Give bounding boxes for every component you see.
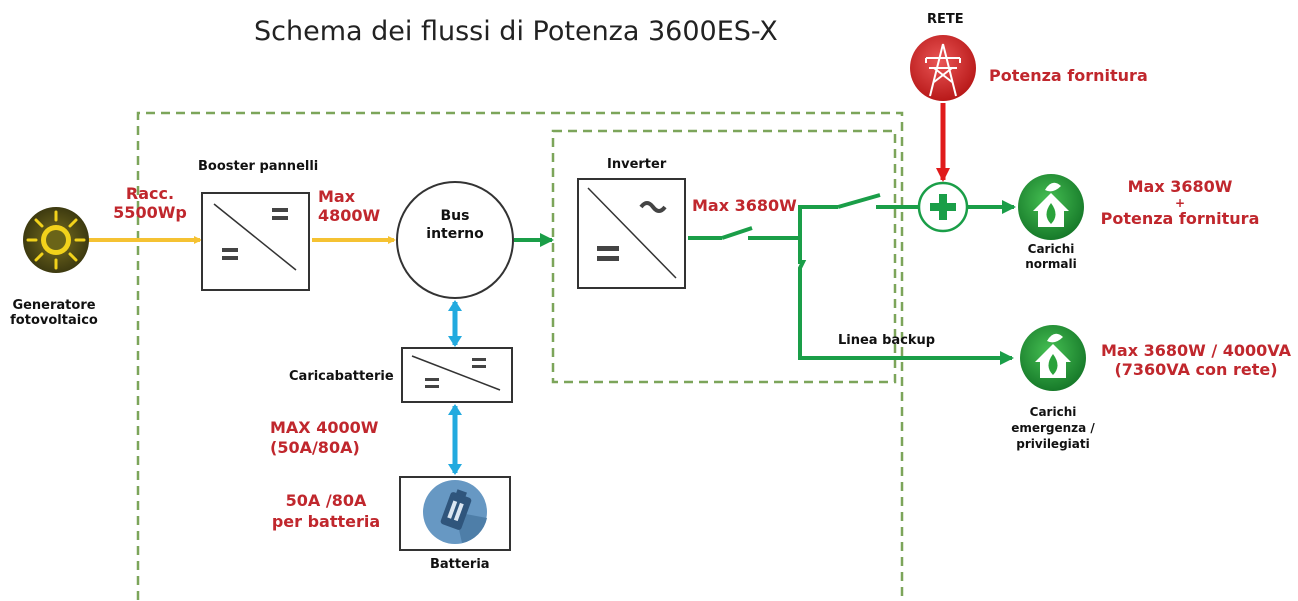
booster-max-line2: 4800W [318,206,381,225]
backup-line-label: Linea backup [838,333,936,348]
inverter-max-label: Max 3680W [692,196,797,215]
battery-current-line2: per batteria [271,512,381,531]
pv-rating-line1: Racc. [125,184,175,203]
pv-rating-line2: 5500Wp [113,203,187,222]
battery-current-line1: 50A /80A [285,491,367,510]
emergency-loads-label-line2: emergenza / [1011,421,1095,435]
booster-max-line1: Max [318,187,356,206]
bus-label-line1: Bus [440,208,470,224]
normal-loads-max-line3: Potenza fornitura [1100,209,1260,228]
diagram-title: Schema dei flussi di Potenza 3600ES-X [254,16,778,47]
grid-label: RETE [927,12,964,27]
normal-loads-label-line2: normali [1025,257,1077,271]
normal-loads-label-line1: Carichi [1027,242,1075,256]
inverter-boundary [551,129,897,384]
bus-label: Bus interno [405,207,505,243]
pv-rating-label: Racc. 5500Wp [102,184,198,222]
normal-loads-label: Carichi normali [1001,242,1101,272]
inverter-label: Inverter [607,157,667,172]
power-tower-icon [910,35,976,101]
leaf-house-icon [1020,325,1086,391]
charger-box [401,347,513,403]
charger-max-label: MAX 4000W (50A/80A) [270,418,378,458]
leaf-house-icon [1018,174,1084,240]
inverter-box [577,178,686,289]
battery-current-label: 50A /80A per batteria [262,490,390,532]
bus-label-line2: interno [426,226,484,242]
emergency-loads-label-line1: Carichi [1029,405,1077,419]
pv-label-line2: fotovoltaico [10,313,98,328]
booster-label: Booster pannelli [198,159,319,174]
normal-loads-max-line2: + [1174,196,1186,210]
pv-label-line1: Generatore [12,298,96,313]
emergency-loads-max-line2: (7360VA con rete) [1114,360,1278,379]
battery-label: Batteria [430,557,490,572]
battery-icon [423,480,487,544]
normal-loads-max-line1: Max 3680W [1127,177,1233,196]
pv-label: Generatore fotovoltaico [0,298,108,328]
backup-line [798,238,1014,365]
booster-box [201,192,310,291]
sun-icon [23,207,89,273]
emergency-loads-label: Carichi emergenza / privilegiati [1003,404,1103,452]
charger-max-line2: (50A/80A) [270,438,360,457]
inverter-output-switch [721,226,753,240]
charger-label: Caricabatterie [289,369,394,384]
emergency-loads-max-label: Max 3680W / 4000VA (7360VA con rete) [1098,341,1294,379]
emergency-loads-label-line3: privilegiati [1016,437,1090,451]
grid-switch [837,193,881,209]
booster-max-label: Max 4800W [318,187,380,225]
grid-supply-label: Potenza fornitura [989,66,1148,85]
normal-loads-max-label: Max 3680W + Potenza fornitura [1095,177,1265,229]
charger-max-line1: MAX 4000W [270,418,379,437]
internal-bus [396,181,514,299]
plus-icon [917,181,969,233]
inverter-to-junction-line [748,205,838,240]
device-boundary [136,111,904,600]
emergency-loads-max-line1: Max 3680W / 4000VA [1101,341,1291,360]
